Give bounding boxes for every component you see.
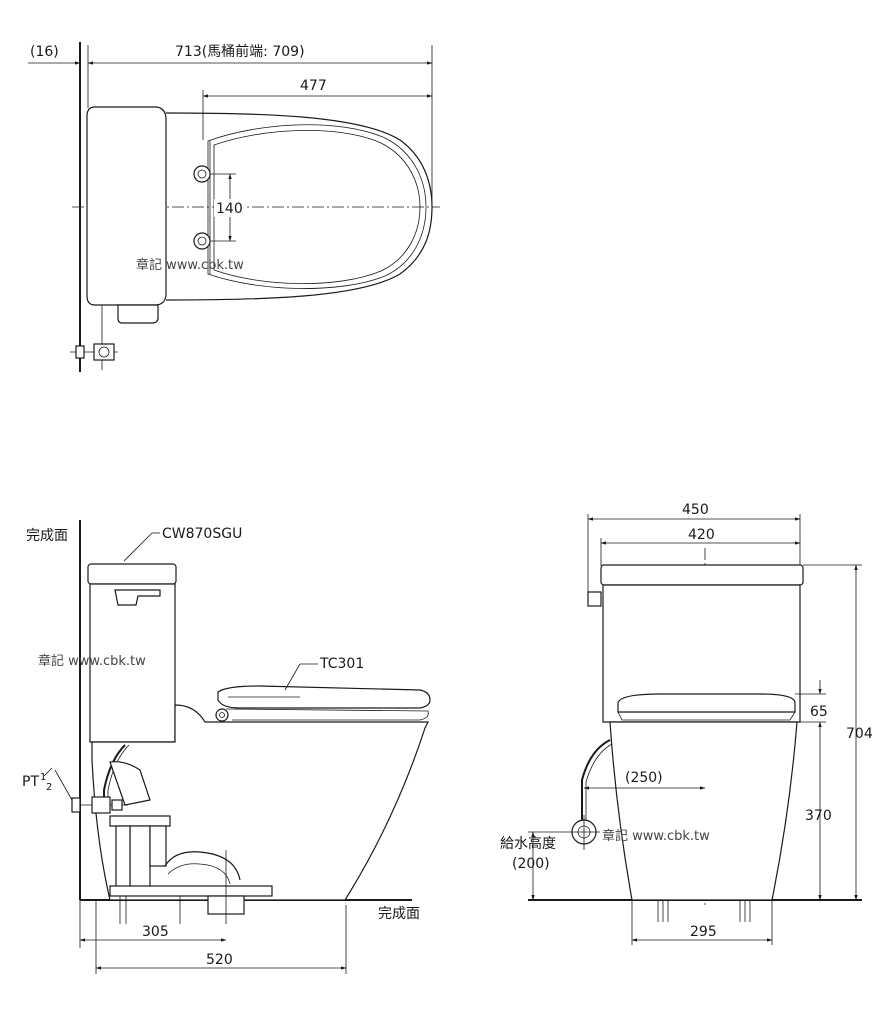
- front-supply-hose-2: [585, 743, 613, 825]
- rough-in-label: 305: [142, 924, 169, 940]
- lid-width-label: 420: [688, 527, 715, 543]
- top-seat-inner: [213, 130, 421, 285]
- top-tank: [86, 106, 167, 306]
- side-drain-wall-left: [115, 825, 131, 889]
- top-hinge-1-inner: [197, 169, 207, 179]
- wall-offset-label: (16): [30, 44, 59, 60]
- front-supply-hose: [581, 739, 611, 825]
- side-flush-lever: [114, 589, 161, 606]
- side-flange-top: [109, 815, 171, 827]
- front-view: 450 420 (250) 給水高度 (200) 704: [500, 502, 873, 945]
- pipe-label: PT: [22, 774, 39, 790]
- top-supply-nut: [75, 345, 85, 359]
- tank-model-leader: [123, 532, 153, 562]
- pipe-fraction-bar: [43, 767, 53, 777]
- pipe-label-den: 2: [46, 782, 52, 793]
- seat-model-leader: [284, 663, 301, 691]
- front-watermark: 章記 www.cbk.tw: [602, 828, 710, 844]
- side-floor-label-top: 完成面: [26, 528, 68, 544]
- top-watermark: 章記 www.cbk.tw: [136, 257, 244, 273]
- overall-length-label: 713(馬桶前端: 709): [175, 43, 305, 60]
- pipe-label-num: 1: [40, 772, 46, 783]
- side-seat-hinge-inner: [219, 712, 225, 718]
- supply-height-label: (200): [512, 856, 550, 872]
- side-watermark: 章記 www.cbk.tw: [38, 653, 146, 669]
- front-tank-lid: [600, 564, 804, 586]
- front-seat-ring: [617, 711, 796, 721]
- seat-gap-label: 65: [810, 704, 828, 720]
- side-drain-wall-right: [149, 825, 167, 867]
- seat-length-label: 477: [300, 78, 327, 94]
- top-hinge-2-inner: [197, 236, 207, 246]
- side-trap: [109, 761, 151, 806]
- side-drain-stem: [129, 825, 151, 889]
- top-hinge-1: [193, 165, 211, 183]
- top-view: (16) 713(馬桶前端: 709) 477 140: [28, 42, 440, 372]
- side-tank-lid: [87, 563, 177, 585]
- front-seat-lid: [617, 693, 796, 713]
- side-supply-valve: [91, 796, 111, 814]
- front-bowl-body: [609, 721, 798, 901]
- hinge-label-bg: [214, 199, 244, 217]
- base-width-label: 295: [690, 924, 717, 940]
- top-bowl-outer: [165, 112, 433, 301]
- depth-label: 520: [206, 952, 233, 968]
- side-supply-flange: [71, 797, 81, 813]
- side-seat-ring: [225, 708, 429, 721]
- side-drain-base: [109, 885, 273, 897]
- top-supply-valve: [93, 343, 115, 361]
- side-seat-lid: [217, 685, 431, 709]
- side-supply-connector: [111, 799, 123, 811]
- bowl-height-label: 370: [805, 808, 832, 824]
- tank-model-label: CW870SGU: [162, 526, 242, 542]
- tank-width-label: 450: [682, 502, 709, 518]
- top-supply-valve-knob: [98, 346, 110, 358]
- hinge-spacing-label: 140: [216, 201, 243, 217]
- side-drain-bend-outer: [164, 851, 241, 881]
- top-tank-base: [117, 304, 159, 324]
- supply-offset-label: (250): [625, 770, 663, 786]
- top-seat-outer: [207, 124, 427, 289]
- supply-height-title: 給水高度: [500, 835, 556, 852]
- side-floor-label-bottom: 完成面: [378, 906, 420, 922]
- seat-model-label: TC301: [319, 656, 364, 672]
- total-height-label: 704: [846, 726, 873, 742]
- pipe-leader: [54, 769, 73, 801]
- side-view: 完成面 完成面 CW870SGU TC301 PT: [22, 520, 431, 974]
- side-seat-hinge: [215, 708, 229, 722]
- front-flush-lever: [587, 591, 602, 607]
- top-hinge-2: [193, 232, 211, 250]
